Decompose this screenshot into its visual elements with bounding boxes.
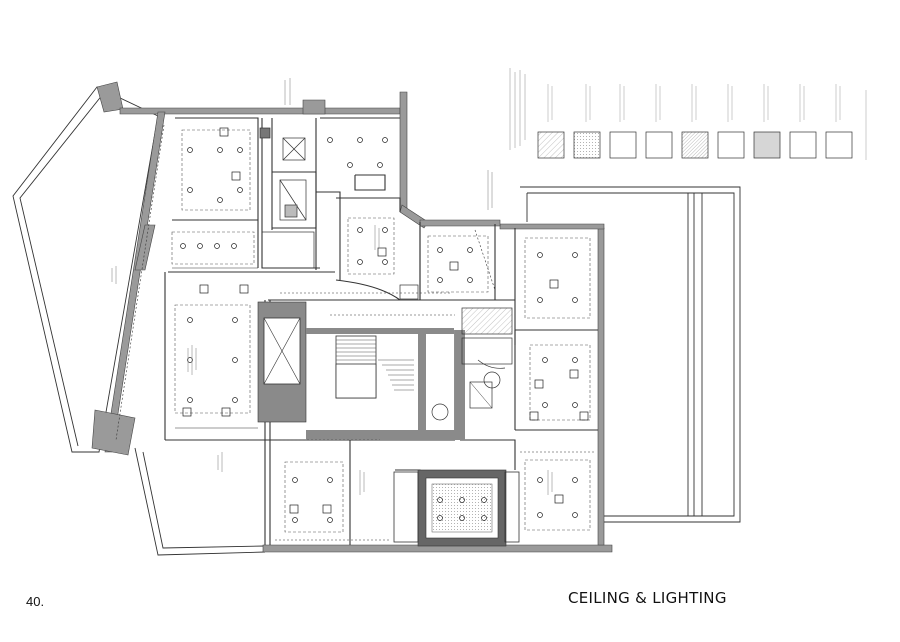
legend <box>509 68 867 160</box>
terrace-outline-bottom <box>134 447 266 556</box>
light-fixtures <box>180 137 578 523</box>
legend-swatch <box>609 131 637 159</box>
service-shafts <box>259 127 513 365</box>
legend-swatch <box>717 131 745 159</box>
legend-swatches <box>537 131 853 159</box>
feature-room <box>393 469 520 547</box>
ceiling-coffers <box>171 129 591 533</box>
stair-treads <box>336 339 414 391</box>
legend-swatch <box>789 131 817 159</box>
legend-swatch <box>825 131 853 159</box>
legend-swatch <box>537 131 565 159</box>
linear-light-strips <box>115 124 595 541</box>
annotation-leaders <box>111 78 553 495</box>
sheet-title: CEILING & LIGHTING <box>568 589 727 607</box>
terrace-outline-right <box>520 186 741 523</box>
legend-swatch-labels <box>547 84 867 160</box>
legend-swatch <box>681 131 709 159</box>
exterior-walls <box>91 81 613 553</box>
legend-swatch <box>645 131 673 159</box>
legend-swatch <box>753 131 781 159</box>
legend-notes <box>509 68 526 150</box>
legend-swatch <box>573 131 601 159</box>
core-walls <box>257 301 506 440</box>
page-number: 40. <box>26 594 45 609</box>
light-fixture-squares <box>182 127 589 514</box>
